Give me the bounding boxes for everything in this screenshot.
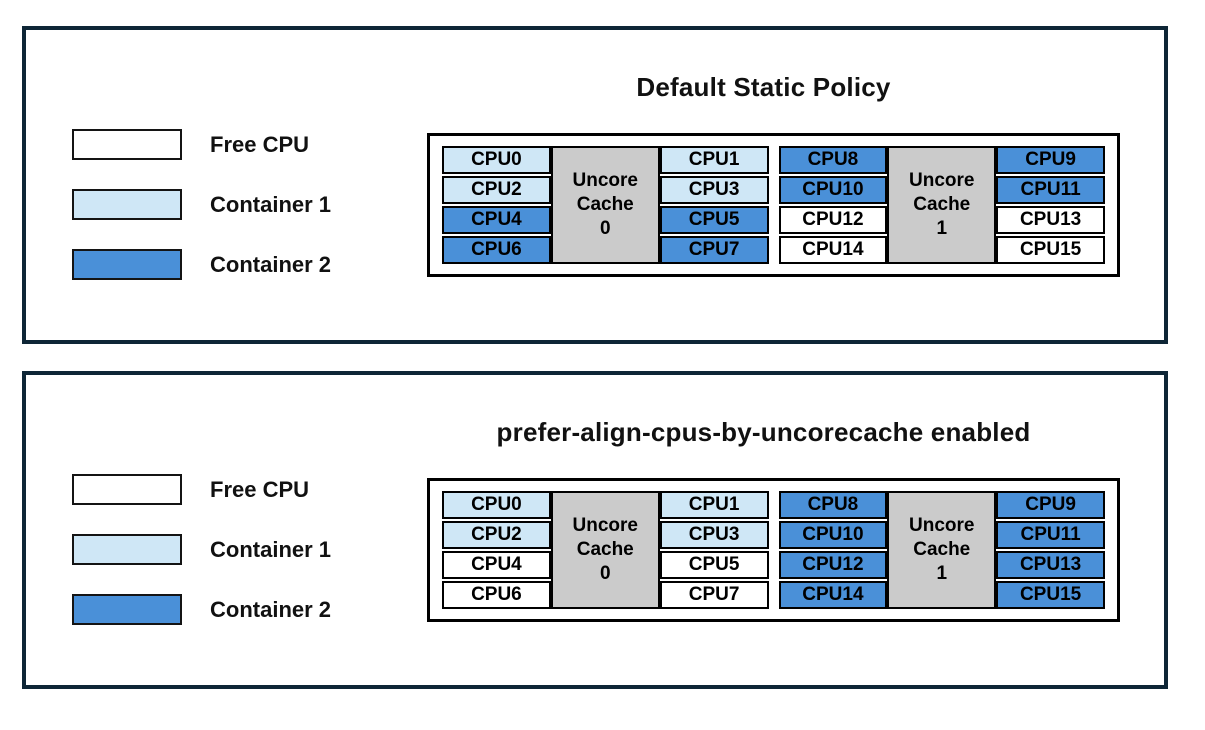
cpu-cell-cpu3: CPU3 xyxy=(659,521,769,549)
cpu-cell-cpu13: CPU13 xyxy=(996,206,1105,234)
legend-item: Container 2 xyxy=(72,594,331,625)
legend-item: Container 2 xyxy=(72,249,331,280)
cpu-cell-cpu11: CPU11 xyxy=(996,176,1105,204)
legend-item: Free CPU xyxy=(72,129,331,160)
cpu-cell-cpu9: CPU9 xyxy=(996,491,1105,519)
cpu-cell-cpu4: CPU4 xyxy=(442,551,551,579)
legend-label: Free CPU xyxy=(210,476,310,502)
cpu-cell-cpu12: CPU12 xyxy=(778,206,888,234)
legend-swatch-container2 xyxy=(72,594,182,625)
legend: Free CPU Container 1 Container 2 xyxy=(72,474,331,625)
cpu-cell-cpu14: CPU14 xyxy=(778,236,888,264)
cpu-cell-cpu8: CPU8 xyxy=(778,491,888,519)
legend-swatch-container1 xyxy=(72,189,182,220)
cpu-cell-cpu3: CPU3 xyxy=(659,176,769,204)
cpu-cell-cpu2: CPU2 xyxy=(442,521,551,549)
legend-label: Free CPU xyxy=(210,131,310,157)
panel-prefer-align-cpus-by-uncorecache: prefer-align-cpus-by-uncorecache enabled… xyxy=(22,371,1168,689)
cpu-cell-cpu10: CPU10 xyxy=(778,521,888,549)
cpu-cell-cpu1: CPU1 xyxy=(659,491,769,519)
legend-item: Free CPU xyxy=(72,474,331,505)
legend-item: Container 1 xyxy=(72,189,331,220)
cpu-cell-cpu14: CPU14 xyxy=(778,581,888,609)
cpu-cell-cpu7: CPU7 xyxy=(659,581,769,609)
cpu-cell-cpu0: CPU0 xyxy=(442,146,551,174)
cpu-cell-cpu11: CPU11 xyxy=(996,521,1105,549)
cpu-cell-cpu15: CPU15 xyxy=(996,236,1105,264)
cpu-cell-cpu6: CPU6 xyxy=(442,236,551,264)
cpu-cell-cpu7: CPU7 xyxy=(659,236,769,264)
legend-swatch-container2 xyxy=(72,249,182,280)
cpu-cell-cpu15: CPU15 xyxy=(996,581,1105,609)
cpu-cell-cpu1: CPU1 xyxy=(659,146,769,174)
legend-label: Container 1 xyxy=(210,191,332,217)
cpu-cell-cpu2: CPU2 xyxy=(442,176,551,204)
legend-item: Container 1 xyxy=(72,534,331,565)
legend-label: Container 2 xyxy=(210,596,332,622)
cpu-cell-cpu5: CPU5 xyxy=(659,206,769,234)
legend-swatch-free xyxy=(72,129,182,160)
cpu-cell-cpu10: CPU10 xyxy=(778,176,888,204)
panel-default-static-policy: Default Static Policy Free CPU Container … xyxy=(22,26,1168,344)
legend-label: Container 1 xyxy=(210,536,332,562)
cpu-cell-cpu0: CPU0 xyxy=(442,491,551,519)
cpu-cell-cpu4: CPU4 xyxy=(442,206,551,234)
cpu-cell-cpu5: CPU5 xyxy=(659,551,769,579)
legend-swatch-free xyxy=(72,474,182,505)
panel-title: prefer-align-cpus-by-uncorecache enabled xyxy=(496,417,1031,447)
legend: Free CPU Container 1 Container 2 xyxy=(72,129,331,280)
cpu-cell-cpu8: CPU8 xyxy=(778,146,888,174)
cpu-cell-cpu12: CPU12 xyxy=(778,551,888,579)
cpu-cell-cpu13: CPU13 xyxy=(996,551,1105,579)
cpu-cell-cpu6: CPU6 xyxy=(442,581,551,609)
panel-title: Default Static Policy xyxy=(636,72,891,102)
legend-label: Container 2 xyxy=(210,251,332,277)
cpu-cell-cpu9: CPU9 xyxy=(996,146,1105,174)
legend-swatch-container1 xyxy=(72,534,182,565)
